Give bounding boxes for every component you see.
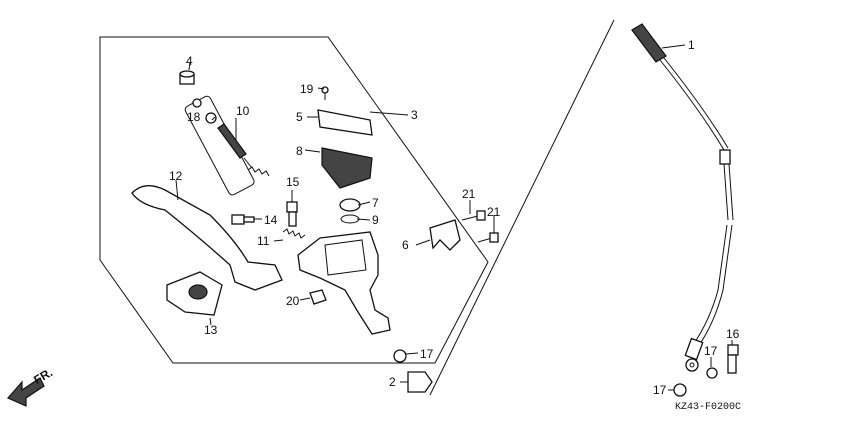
callout-2: 2 <box>389 375 396 389</box>
callout-3: 3 <box>411 108 418 122</box>
bolt-16 <box>727 344 739 374</box>
assembly-outline <box>99 36 489 364</box>
part-7 <box>339 198 361 212</box>
lever-12 <box>131 185 283 291</box>
diaphragm-8 <box>321 147 373 189</box>
callout-17-right: 17 <box>704 344 718 358</box>
callout-11: 11 <box>257 234 270 248</box>
cap-4 <box>179 70 195 85</box>
bolt-14 <box>231 214 255 225</box>
banjo-bolt-2 <box>407 371 433 393</box>
brake-hose <box>631 23 734 372</box>
washer-17-right <box>706 367 718 379</box>
spring-11 <box>282 228 306 239</box>
callout-7: 7 <box>372 196 379 210</box>
callout-10: 10 <box>236 104 250 118</box>
front-direction-arrow <box>7 377 45 407</box>
callout-1: 1 <box>688 38 695 52</box>
circlip-18 <box>192 98 202 108</box>
bolt-15 <box>286 201 298 227</box>
holder-13 <box>166 271 223 316</box>
callout-12: 12 <box>169 169 183 183</box>
callout-14: 14 <box>264 213 278 227</box>
seal-ring <box>205 112 217 124</box>
piston-10 <box>217 123 253 169</box>
master-cylinder-body <box>297 231 391 335</box>
callout-15: 15 <box>286 175 300 189</box>
bolt-21-lower <box>477 232 499 243</box>
nut-20 <box>309 289 327 305</box>
callout-13: 13 <box>204 323 218 337</box>
reservoir-cover-5 <box>317 109 373 136</box>
callout-17-left: 17 <box>420 347 434 361</box>
callout-19: 19 <box>300 82 314 96</box>
diagram-code: KZ43-F0200C <box>675 402 741 413</box>
callout-21-lower: 21 <box>487 205 501 219</box>
part-9 <box>340 214 360 224</box>
callout-6: 6 <box>402 238 409 252</box>
callout-9: 9 <box>372 213 379 227</box>
washer-17-left <box>393 349 407 363</box>
callout-8: 8 <box>296 144 303 158</box>
clamp-6 <box>429 219 461 251</box>
washer-17-bottom <box>673 383 687 397</box>
bolt-21-upper <box>461 210 486 221</box>
callout-20: 20 <box>286 294 300 308</box>
spring <box>247 166 270 177</box>
leader-lines <box>175 44 733 391</box>
hose-leader-line <box>429 19 615 396</box>
callout-16: 16 <box>726 327 740 341</box>
callout-5: 5 <box>296 110 303 124</box>
callout-17-bottom: 17 <box>653 383 667 397</box>
callout-21-upper: 21 <box>462 187 476 201</box>
callout-4: 4 <box>186 54 193 68</box>
callout-18: 18 <box>187 110 201 124</box>
